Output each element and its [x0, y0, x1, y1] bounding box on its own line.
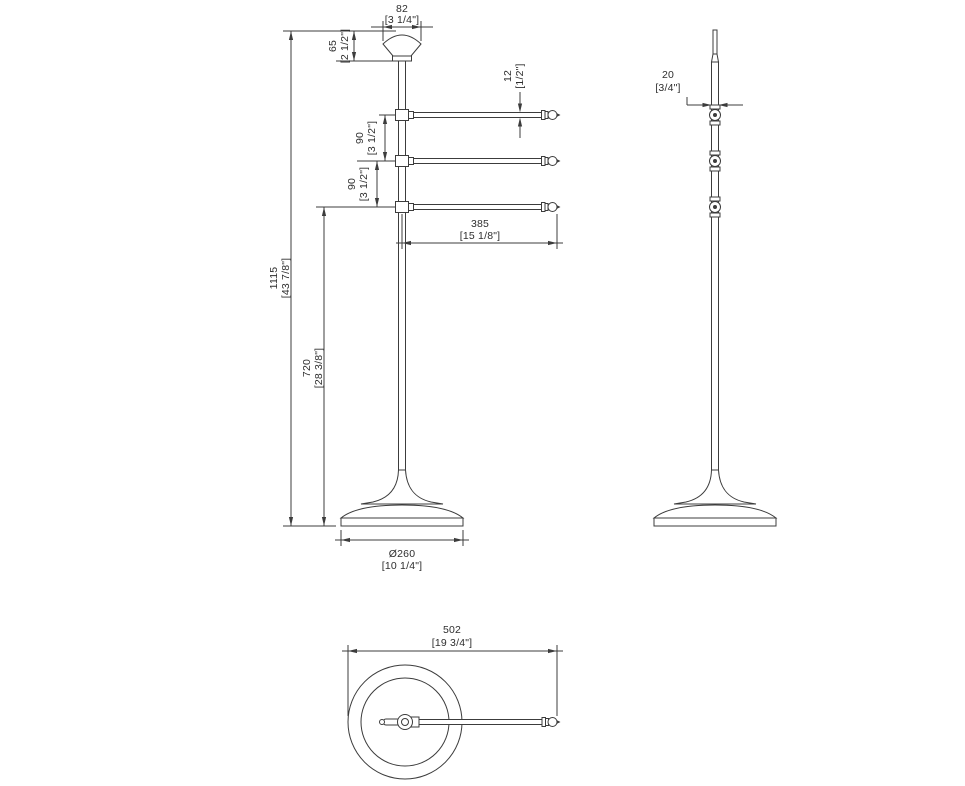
dim-finial-height: 65 [2 1/2"] [327, 29, 396, 64]
side-arm-pivot-2 [709, 150, 721, 172]
towel-arm-1 [395, 109, 561, 121]
dim-arm-thickness-inch-label: [1/2"] [514, 63, 526, 88]
base-rim [340, 517, 464, 527]
towel-arm-3 [395, 201, 561, 213]
dim-arm-length: 385 [15 1/8"] [396, 214, 563, 249]
dim-base-diameter-mm-label: Ø260 [389, 548, 416, 560]
dim-total-height-inch-label: [43 7/8"] [280, 258, 292, 299]
dim-base-diameter-inch-label: [10 1/4"] [382, 560, 423, 572]
dim-finial-width-inch-label: [3 1/4"] [385, 14, 420, 26]
dim-arm-clearance-mm-label: 720 [301, 359, 313, 377]
front-view: 82 [3 1/4"] 65 [2 1/2"] 12 [1/2"] [268, 3, 563, 572]
dim-arm-thickness: 12 [1/2"] [502, 63, 526, 138]
arm-2-end-ball [547, 156, 558, 166]
side-finial-taper [710, 53, 720, 63]
dim-arm-spacing-upper-inch-label: [3 1/2"] [366, 121, 378, 156]
dim-total-height-mm-label: 1115 [268, 267, 280, 290]
top-hub [379, 714, 413, 730]
dim-arm-clearance-inch-label: [28 3/8"] [313, 348, 325, 389]
dim-pole-diameter-mm-label: 20 [662, 69, 674, 81]
side-arm-pivot-3 [709, 196, 721, 218]
front-base [339, 469, 465, 527]
base-flare [360, 469, 444, 505]
dim-finial-width-mm-label: 82 [396, 3, 408, 15]
dim-total-height: 1115 [43 7/8"] [268, 30, 396, 527]
arm-3-end-ball [547, 202, 558, 212]
top-arm-end-ball [547, 717, 558, 727]
dim-overall-depth: 502 [19 3/4"] [342, 624, 563, 716]
dim-arm-spacing-upper: 90 [3 1/2"] [354, 114, 396, 162]
dim-arm-spacing-lower: 90 [3 1/2"] [316, 161, 396, 208]
dim-overall-depth-inch-label: [19 3/4"] [432, 637, 473, 649]
dim-arm-spacing-lower-mm-label: 90 [346, 178, 358, 190]
side-base [652, 469, 778, 527]
towel-arm-2 [395, 155, 561, 167]
dim-arm-thickness-mm-label: 12 [502, 70, 514, 82]
dim-arm-length-inch-label: [15 1/8"] [460, 230, 501, 242]
dim-finial-height-inch-label: [2 1/2"] [339, 29, 351, 64]
top-view: 502 [19 3/4"] [342, 624, 563, 780]
side-arm-pivot-1 [709, 104, 721, 126]
dim-arm-clearance-height: 720 [28 3/8"] [301, 207, 327, 526]
arm-1-end-ball [547, 110, 558, 120]
dim-finial-height-mm-label: 65 [327, 40, 339, 52]
side-finial-rod [712, 29, 718, 55]
top-arm [410, 716, 561, 728]
finial-fan [382, 34, 422, 57]
dim-pole-diameter-inch-label: [3/4"] [655, 82, 680, 94]
side-view: 20 [3/4"] [652, 29, 778, 527]
finial-collar [392, 55, 412, 62]
dim-arm-spacing-lower-inch-label: [3 1/2"] [358, 167, 370, 202]
dim-pole-diameter: 20 [3/4"] [655, 69, 743, 108]
base-dome [339, 504, 465, 519]
dim-overall-depth-mm-label: 502 [443, 624, 461, 636]
front-pole [398, 60, 406, 471]
dim-arm-length-mm-label: 385 [471, 218, 489, 230]
dim-arm-spacing-upper-mm-label: 90 [354, 132, 366, 144]
dim-base-diameter: Ø260 [10 1/4"] [335, 530, 469, 572]
